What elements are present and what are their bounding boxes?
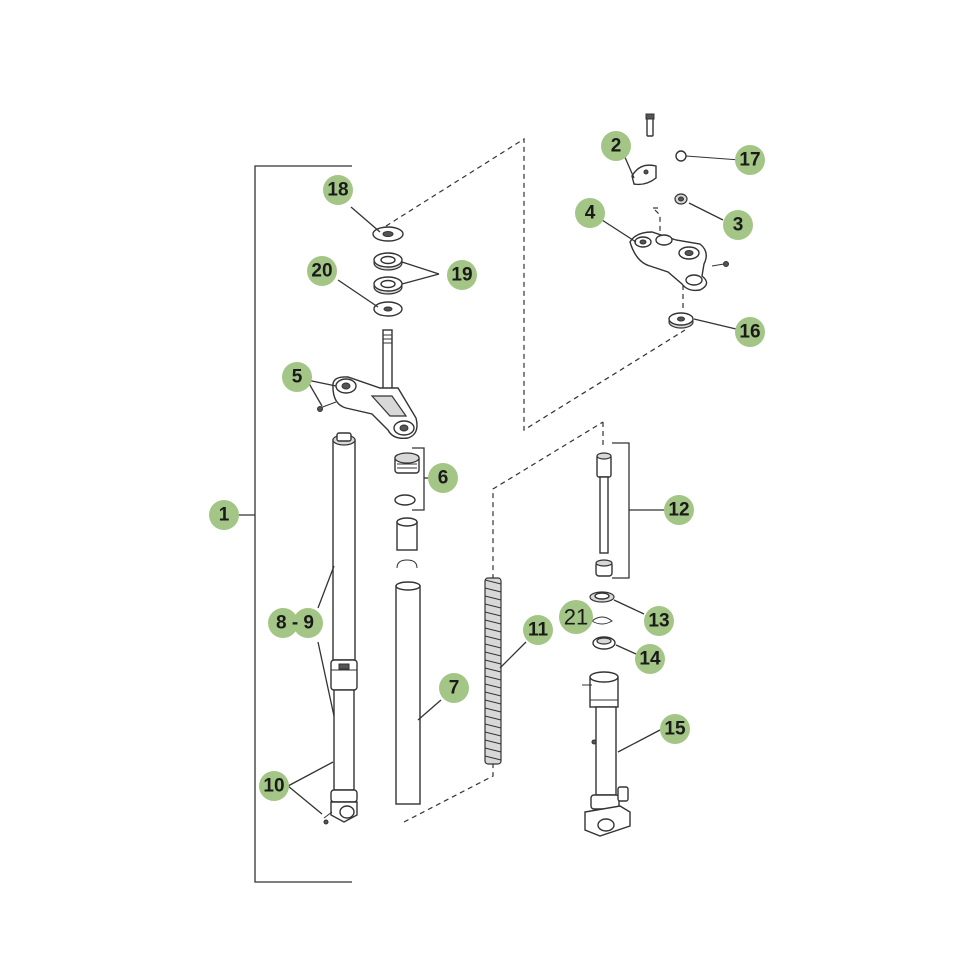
callout-label: 17	[739, 150, 760, 171]
callout-label: 2	[611, 136, 622, 157]
oil-seal	[589, 591, 615, 603]
callout-badge	[601, 131, 631, 161]
fork-inner-tube	[395, 517, 421, 805]
assembly-bracket	[238, 165, 352, 883]
callout-18: 18	[323, 175, 353, 205]
callout-1: 1	[209, 500, 239, 530]
washer-top	[372, 226, 404, 242]
callout-11: 11	[523, 615, 553, 645]
fork-spring	[484, 577, 502, 765]
fork-slider	[582, 671, 631, 837]
callout-badge	[447, 260, 477, 290]
callout-label: 14	[639, 649, 661, 670]
callout-badge	[723, 210, 753, 240]
callout-12: 12	[664, 495, 694, 525]
callout-5: 5	[282, 362, 312, 392]
callout-badge	[293, 608, 323, 638]
upper-triple-clamp	[629, 231, 729, 292]
callout-badge	[523, 615, 553, 645]
callout-8-9: 8 - 9	[268, 608, 323, 638]
callout-label: 13	[648, 611, 669, 632]
callout-17: 17	[735, 145, 765, 175]
callout-badge	[664, 495, 694, 525]
callout-2: 2	[601, 131, 631, 161]
callout-20: 20	[307, 256, 337, 286]
callout-badge	[428, 463, 458, 493]
callout-badge	[559, 600, 593, 634]
callout-10: 10	[259, 771, 289, 801]
callout-badge	[660, 714, 690, 744]
fork-cap	[394, 452, 420, 506]
callout-label: 10	[263, 776, 284, 797]
bearing-race	[668, 312, 694, 329]
dust-seal	[592, 636, 616, 650]
callout-badge	[323, 175, 353, 205]
top-nut	[674, 193, 688, 205]
callout-4: 4	[575, 198, 605, 228]
retaining-clip	[591, 616, 613, 625]
callout-label: 19	[451, 265, 472, 286]
callout-label: 11	[528, 620, 549, 641]
callout-14: 14	[635, 644, 665, 674]
callout-label: 18	[327, 180, 348, 201]
callout-21: 21	[559, 600, 593, 634]
callout-label: 3	[733, 215, 744, 236]
leader-lines	[287, 154, 737, 815]
callout-label: 20	[311, 261, 332, 282]
steering-nut-cap	[675, 150, 741, 162]
callout-label: 21	[564, 605, 588, 630]
callout-3: 3	[723, 210, 753, 240]
callout-13: 13	[644, 606, 674, 636]
callout-badge	[635, 644, 665, 674]
callout-label: 8 - 9	[276, 613, 314, 634]
callout-badge	[307, 256, 337, 286]
damper-rod	[595, 452, 613, 577]
lower-triple-clamp	[317, 329, 418, 440]
callout-badge	[268, 608, 298, 638]
callout-19: 19	[447, 260, 477, 290]
callout-15: 15	[660, 714, 690, 744]
callout-6: 6	[428, 463, 458, 493]
upper-clamp-bolt	[645, 113, 655, 137]
callout-label: 16	[739, 322, 760, 343]
callout-label: 7	[449, 678, 460, 699]
bearing-lower	[373, 276, 403, 295]
fork-outer-tube	[323, 432, 358, 825]
callout-badge	[439, 673, 469, 703]
callout-badge	[259, 771, 289, 801]
callout-7: 7	[439, 673, 469, 703]
callout-16: 16	[735, 317, 765, 347]
callout-badge	[644, 606, 674, 636]
callout-label: 6	[438, 468, 449, 489]
handlebar-clamp	[631, 164, 657, 186]
callout-badge	[282, 362, 312, 392]
callout-badge	[209, 500, 239, 530]
callout-label: 15	[664, 719, 686, 740]
callout-label: 12	[668, 500, 689, 521]
bearing-upper	[373, 252, 403, 271]
washer-lower	[373, 301, 403, 317]
callout-badge	[575, 198, 605, 228]
callout-badge	[735, 317, 765, 347]
callout-label: 4	[585, 203, 596, 224]
callout-label: 5	[292, 367, 303, 388]
callout-label: 1	[219, 505, 230, 526]
callout-badge	[735, 145, 765, 175]
